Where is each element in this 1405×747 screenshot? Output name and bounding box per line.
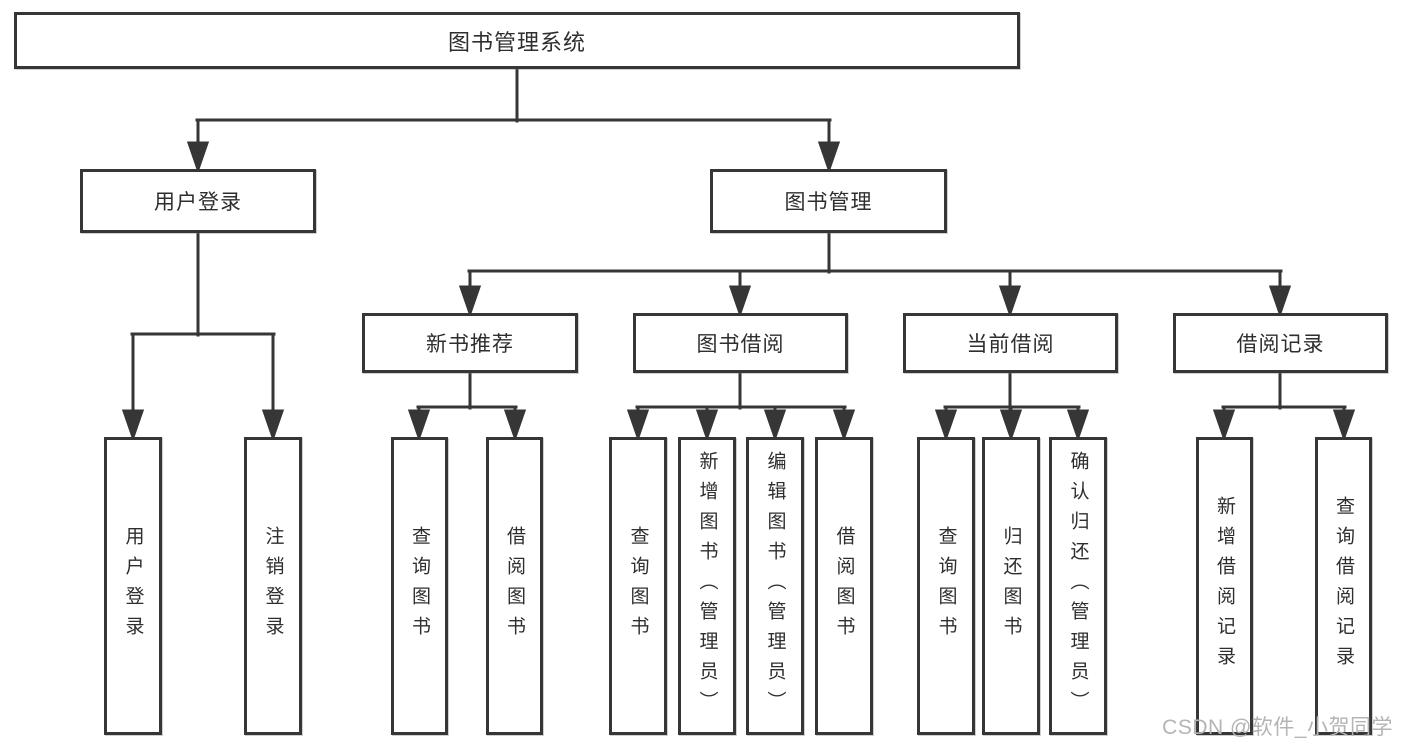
leaf-borrow-books-recommend: 借阅图书: [486, 437, 543, 735]
node-library-system: 图书管理系统: [14, 12, 1020, 69]
node-book-management: 图书管理: [710, 169, 947, 233]
node-user-login: 用户登录: [80, 169, 316, 233]
leaf-logout: 注销登录: [244, 437, 302, 735]
leaf-query-books-borrow: 查询图书: [609, 437, 667, 735]
connector-current-borrow: [934, 371, 1090, 442]
connector-borrow-records: [1212, 371, 1356, 442]
csdn-watermark: CSDN @软件_小贺同学: [1162, 716, 1393, 739]
leaf-add-borrow-record: 新增借阅记录: [1196, 437, 1253, 735]
leaf-query-borrow-record: 查询借阅记录: [1315, 437, 1372, 735]
leaf-add-books-admin: 新增图书（管理员）: [678, 437, 736, 735]
connector-book-borrow: [626, 371, 856, 442]
leaf-edit-books-admin: 编辑图书（管理员）: [746, 437, 804, 735]
connector-book-management: [458, 231, 1292, 318]
node-borrow-records: 借阅记录: [1173, 313, 1388, 373]
leaf-return-books: 归还图书: [982, 437, 1040, 735]
node-book-borrow: 图书借阅: [633, 313, 848, 373]
leaf-query-books-recommend: 查询图书: [391, 437, 448, 735]
node-current-borrow: 当前借阅: [903, 313, 1118, 373]
leaf-borrow-books: 借阅图书: [815, 437, 873, 735]
connector-root: [186, 67, 841, 174]
connector-new-book: [407, 371, 527, 442]
connector-user-login: [121, 231, 285, 442]
node-new-book-recommend: 新书推荐: [362, 313, 578, 373]
leaf-query-books-current: 查询图书: [917, 437, 975, 735]
leaf-confirm-return-admin: 确认归还（管理员）: [1049, 437, 1107, 735]
leaf-user-login: 用户登录: [104, 437, 162, 735]
